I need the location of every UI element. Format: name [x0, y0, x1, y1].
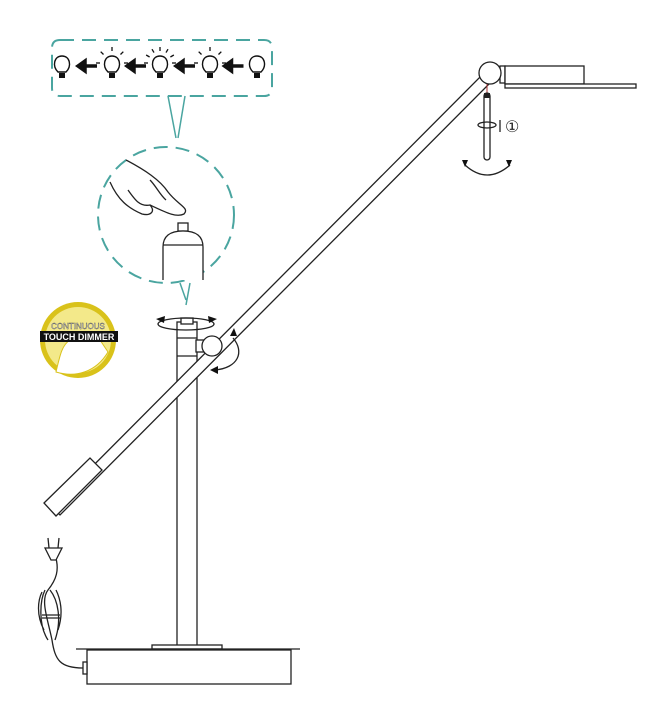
arrow-left-icon — [123, 57, 146, 75]
lamp-base — [76, 644, 300, 685]
bulb-icon-off — [248, 55, 266, 78]
bulb-icon-high — [144, 47, 176, 78]
swivel-arrow-icon — [477, 121, 497, 129]
touch-button-closeup — [162, 222, 204, 280]
counterweight — [43, 457, 103, 517]
power-cord — [37, 537, 84, 669]
swing-arrow-icon — [464, 164, 511, 176]
dimmer-sequence-callout — [51, 39, 273, 139]
badge-line1: CONTINUOUS — [51, 322, 105, 331]
touch-dimmer-badge: CONTINUOUS TOUCH DIMMER — [40, 302, 118, 378]
rotation-label: ① — [505, 119, 519, 136]
tilt-arrow-icon — [214, 337, 240, 371]
plug-icon — [43, 537, 64, 561]
bulb-icon-low — [96, 47, 128, 78]
arrow-left-icon — [221, 57, 244, 75]
bulb-sequence — [53, 47, 266, 78]
magnified-touch-view — [97, 146, 235, 306]
badge-line2: TOUCH DIMMER — [44, 332, 115, 342]
arrow-left-icon — [74, 57, 97, 75]
arrow-left-icon — [172, 57, 195, 75]
bulb-icon-off — [53, 55, 71, 78]
bulb-icon-low — [194, 47, 226, 78]
arm-joint — [201, 335, 223, 357]
head-joint — [478, 61, 502, 85]
lamp-arm — [43, 69, 496, 517]
rotate-arrow-icon — [157, 317, 215, 331]
lamp-head: ① — [462, 61, 637, 176]
hand-icon — [109, 159, 187, 216]
